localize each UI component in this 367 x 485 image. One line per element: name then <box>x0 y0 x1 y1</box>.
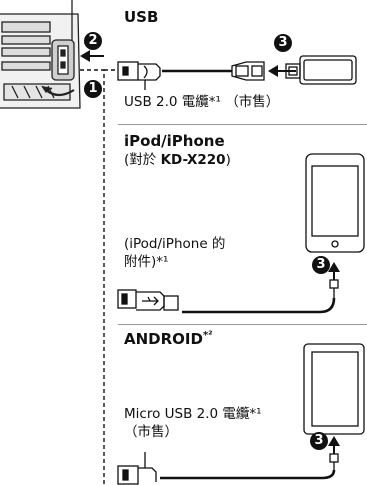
ipod-cable-drawing <box>117 153 365 314</box>
ipod-model-name: KD-X220 <box>160 152 226 168</box>
android-cable-drawing <box>117 343 365 485</box>
usb-section-title: USB <box>124 8 159 26</box>
section-divider-1 <box>118 124 367 125</box>
step-1-badge: 1 <box>84 80 102 98</box>
ipod-cable-label-line2: 附件)*¹ <box>124 254 169 270</box>
usb-cable-label: USB 2.0 電纜*¹ （市售） <box>124 94 280 110</box>
head-unit-illustration <box>0 0 81 109</box>
usb-cable-drawing <box>117 55 357 90</box>
ipod-section-title: iPod/iPhone <box>124 132 225 150</box>
android-section-title: ANDROID*² <box>124 330 213 348</box>
ipod-model-prefix: (對於 <box>124 152 161 168</box>
android-cable-label-line1: Micro USB 2.0 電纜*¹ <box>124 406 262 422</box>
android-step-3-badge: 3 <box>310 432 328 450</box>
ipod-step-3-badge: 3 <box>312 256 330 274</box>
android-title-note: *² <box>202 330 213 341</box>
android-cable-label-line2: （市售） <box>124 424 178 440</box>
android-title-text: ANDROID <box>124 330 203 348</box>
section-divider-2 <box>118 324 367 325</box>
ipod-model-note: (對於 KD-X220) <box>124 152 231 168</box>
step-2-badge: 2 <box>84 32 102 50</box>
usb-step-3-badge: 3 <box>274 34 292 52</box>
ipod-model-suffix: ) <box>225 152 231 168</box>
ipod-cable-label-line1: (iPod/iPhone 的 <box>124 236 226 252</box>
